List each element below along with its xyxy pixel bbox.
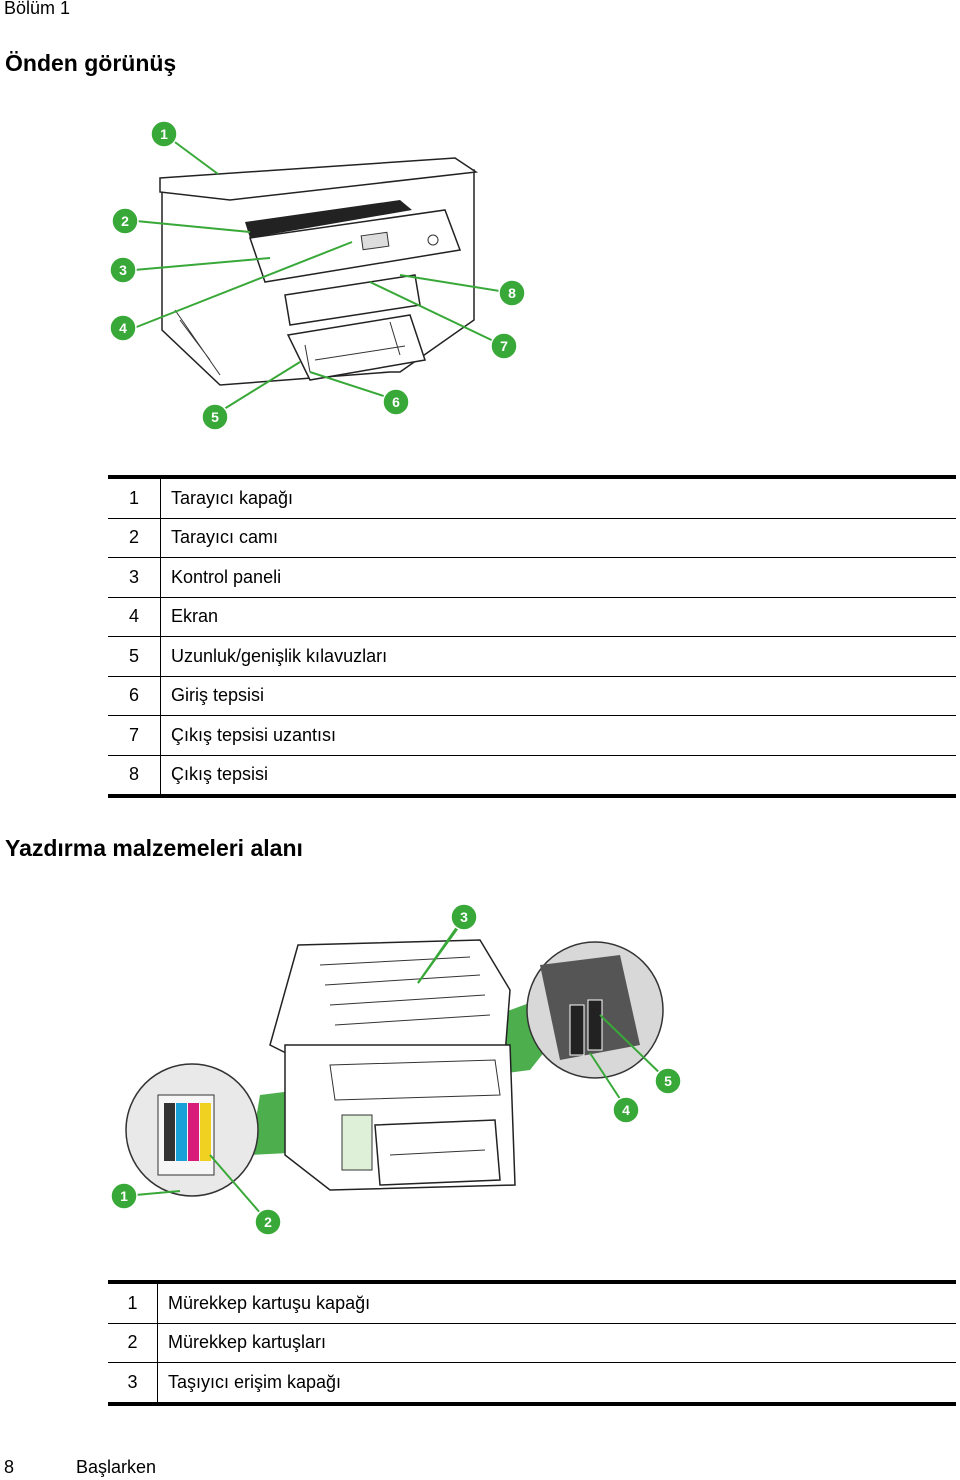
callout-4: 4 — [109, 314, 137, 342]
callout-7: 7 — [490, 332, 518, 360]
part-label: Uzunluk/genişlik kılavuzları — [160, 636, 956, 677]
svg-text:8: 8 — [508, 285, 516, 301]
svg-text:1: 1 — [120, 1188, 128, 1204]
supplies-callout-2: 2 — [254, 1208, 282, 1236]
table-row: 3 Taşıyıcı erişim kapağı — [108, 1362, 956, 1404]
part-number: 2 — [108, 1323, 158, 1363]
supplies-callout-3: 3 — [450, 903, 478, 931]
svg-text:5: 5 — [664, 1073, 672, 1089]
footer-section-title: Başlarken — [76, 1457, 157, 1477]
callout-6: 6 — [382, 388, 410, 416]
part-number: 3 — [108, 1362, 158, 1404]
part-label: Mürekkep kartuşları — [157, 1323, 956, 1363]
part-number: 3 — [108, 557, 161, 598]
svg-text:6: 6 — [392, 394, 400, 410]
part-label: Çıkış tepsisi — [171, 764, 269, 785]
part-label: Çıkış tepsisi uzantısı — [160, 715, 956, 756]
callout-1: 1 — [150, 120, 178, 148]
supplies-callout-5: 5 — [654, 1067, 682, 1095]
svg-text:2: 2 — [121, 213, 129, 229]
part-number: 5 — [108, 636, 161, 677]
svg-text:1: 1 — [160, 126, 168, 142]
part-label: Tarayıcı camı — [160, 518, 956, 558]
page-number: 8 — [4, 1457, 15, 1477]
part-label: Tarayıcı kapağı — [160, 477, 956, 519]
supplies-area-illustration: 1 2 3 4 5 — [100, 895, 700, 1245]
svg-text:4: 4 — [119, 320, 127, 336]
part-number: 2 — [108, 518, 161, 558]
chapter-label: Bölüm 1 — [4, 0, 71, 18]
svg-text:7: 7 — [500, 338, 508, 354]
svg-text:2: 2 — [264, 1214, 272, 1230]
part-number: 7 — [108, 715, 161, 756]
supplies-callout-1: 1 — [110, 1182, 138, 1210]
front-view-heading: Önden görünüş — [5, 50, 177, 76]
part-number: 8 — [108, 755, 161, 796]
supplies-callout-4: 4 — [612, 1096, 640, 1124]
part-number: 1 — [108, 477, 161, 519]
part-label: Taşıyıcı erişim kapağı — [168, 1371, 342, 1392]
part-label: Giriş tepsisi — [160, 676, 956, 716]
callout-3: 3 — [109, 256, 137, 284]
part-number: 6 — [108, 676, 161, 716]
svg-text:3: 3 — [460, 909, 468, 925]
front-view-illustration: 1 2 3 4 5 6 7 8 — [100, 110, 540, 440]
callout-8: 8 — [498, 279, 526, 307]
part-label: Ekran — [160, 597, 956, 637]
part-label: Mürekkep kartuşu kapağı — [157, 1282, 956, 1324]
table-row: 8 Çıkış tepsisi — [108, 755, 956, 796]
supplies-area-heading: Yazdırma malzemeleri alanı — [5, 835, 303, 861]
part-number: 1 — [108, 1282, 158, 1324]
svg-text:4: 4 — [622, 1102, 630, 1118]
callout-2: 2 — [111, 207, 139, 235]
part-number: 4 — [108, 597, 161, 637]
svg-text:3: 3 — [119, 262, 127, 278]
callout-5: 5 — [201, 403, 229, 431]
part-label: Kontrol paneli — [160, 557, 956, 598]
svg-text:5: 5 — [211, 409, 219, 425]
